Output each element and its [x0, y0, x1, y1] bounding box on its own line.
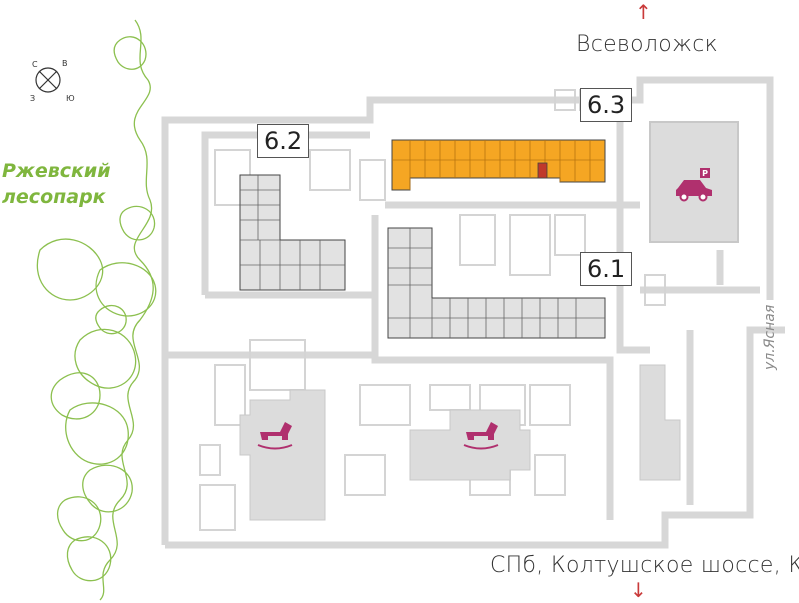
residential-house	[639, 364, 681, 481]
playground-building-left	[239, 389, 326, 521]
park-name: Ржевский лесопарк	[2, 158, 111, 210]
compass-east: В	[62, 59, 68, 68]
selected-unit[interactable]	[537, 162, 548, 179]
playground-icon	[463, 422, 499, 450]
park-name-line2: лесопарк	[2, 186, 106, 208]
north-city-label: Всеволожск	[576, 32, 719, 57]
building-6-1[interactable]	[387, 227, 606, 339]
parking-building: P	[649, 121, 739, 243]
compass-north: С	[32, 60, 38, 69]
building-6-2[interactable]	[239, 174, 346, 291]
building-label-6-2[interactable]: 6.2	[257, 124, 310, 158]
north-arrow-icon: ↑	[635, 0, 652, 24]
parking-icon: P	[676, 168, 712, 202]
park-name-line1: Ржевский	[2, 160, 111, 182]
playground-building-right	[409, 409, 531, 481]
building-label-6-3[interactable]: 6.3	[580, 88, 633, 122]
building-label-6-1[interactable]: 6.1	[580, 252, 633, 286]
playground-icon	[257, 422, 293, 450]
forest-outline	[36, 19, 157, 601]
site-boundary	[161, 76, 785, 549]
street-label: ул.Ясная	[762, 304, 778, 370]
south-arrow-icon: ↓	[630, 578, 647, 602]
building-6-3[interactable]	[391, 139, 606, 191]
svg-text:P: P	[702, 169, 708, 178]
compass-west: З	[30, 94, 36, 103]
south-route-label: СПб, Колтушское шоссе, КАД	[490, 553, 799, 578]
compass-icon	[35, 67, 61, 93]
compass-south: Ю	[66, 94, 75, 103]
